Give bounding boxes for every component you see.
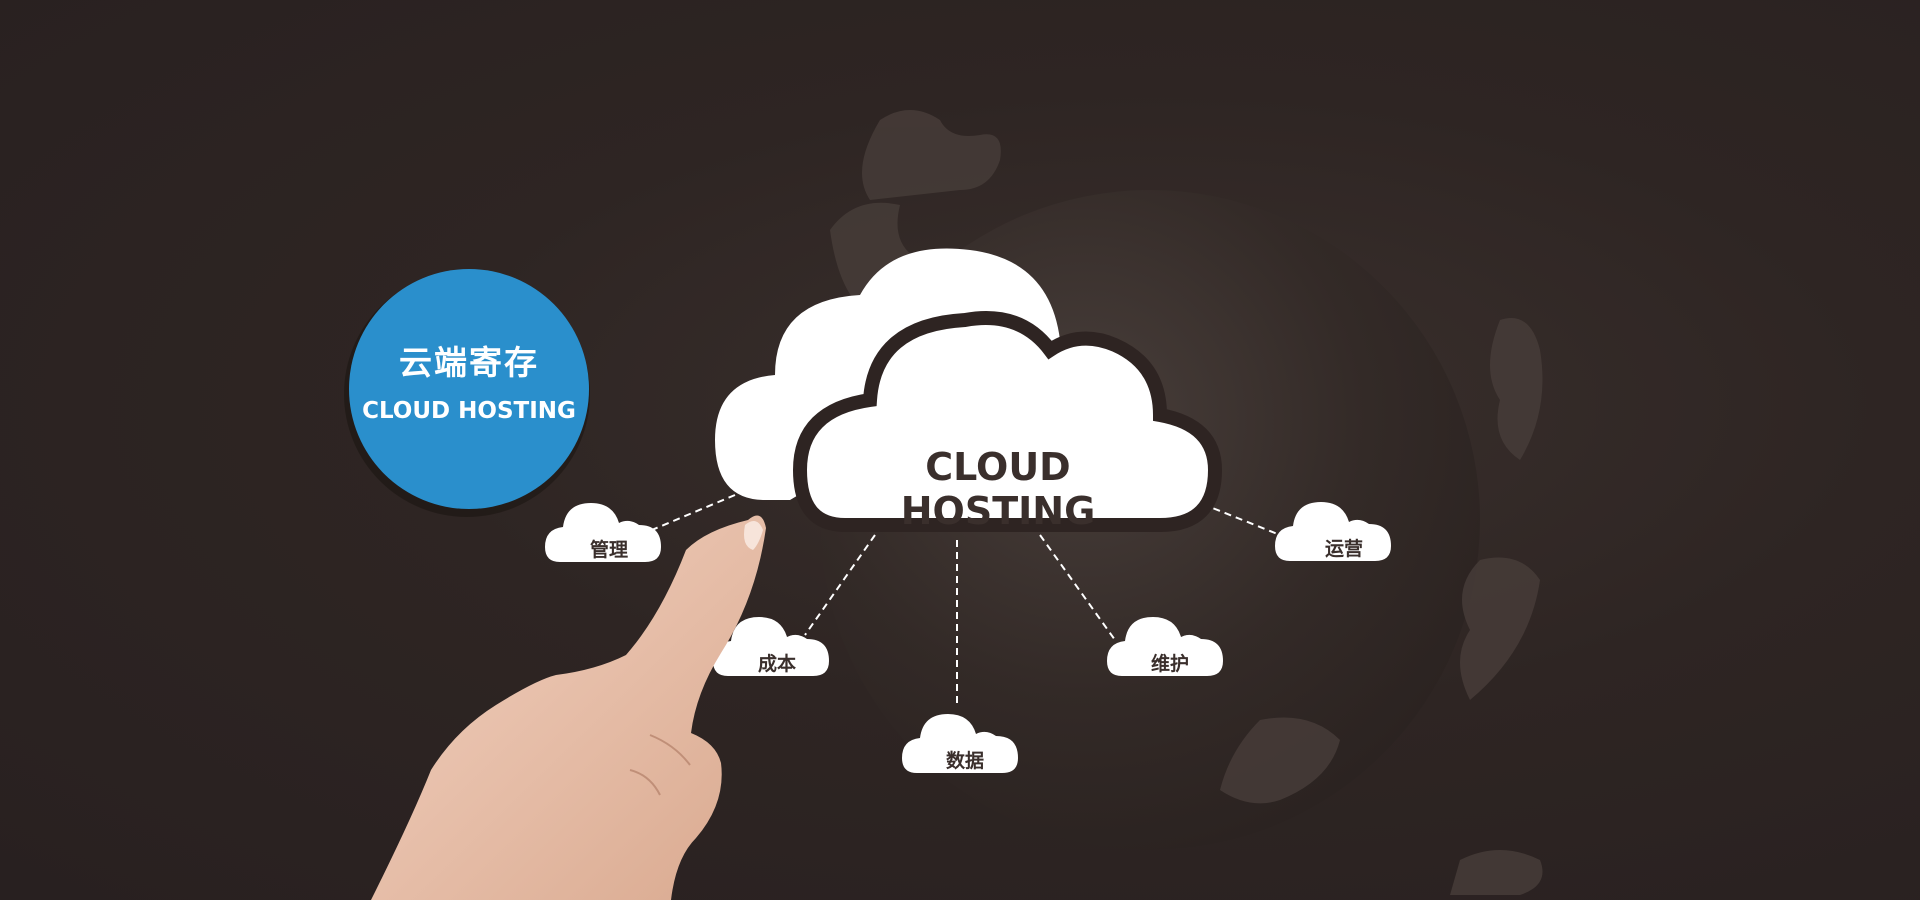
- badge-title-cn: 云端寄存: [399, 343, 539, 382]
- node-cloud-icon-weihu[interactable]: [1107, 617, 1223, 676]
- badge-title-en: CLOUD HOSTING: [362, 398, 576, 424]
- node-cloud-icon-yunying[interactable]: [1275, 502, 1391, 561]
- node-cloud-icon-chengben[interactable]: [713, 617, 829, 676]
- node-label-weihu: 维护: [1150, 653, 1189, 675]
- main-cloud-icon[interactable]: [792, 311, 1223, 532]
- node-label-shuju: 数据: [945, 750, 984, 772]
- node-cloud-icon-guanli[interactable]: [545, 503, 661, 562]
- node-label-chengben: 成本: [757, 653, 796, 675]
- node-cloud-icon-shuju[interactable]: [902, 714, 1018, 773]
- node-label-guanli: 管理: [589, 539, 628, 561]
- main-cloud-label: CLOUD HOSTING: [900, 445, 1096, 533]
- node-label-yunying: 运营: [1324, 538, 1363, 560]
